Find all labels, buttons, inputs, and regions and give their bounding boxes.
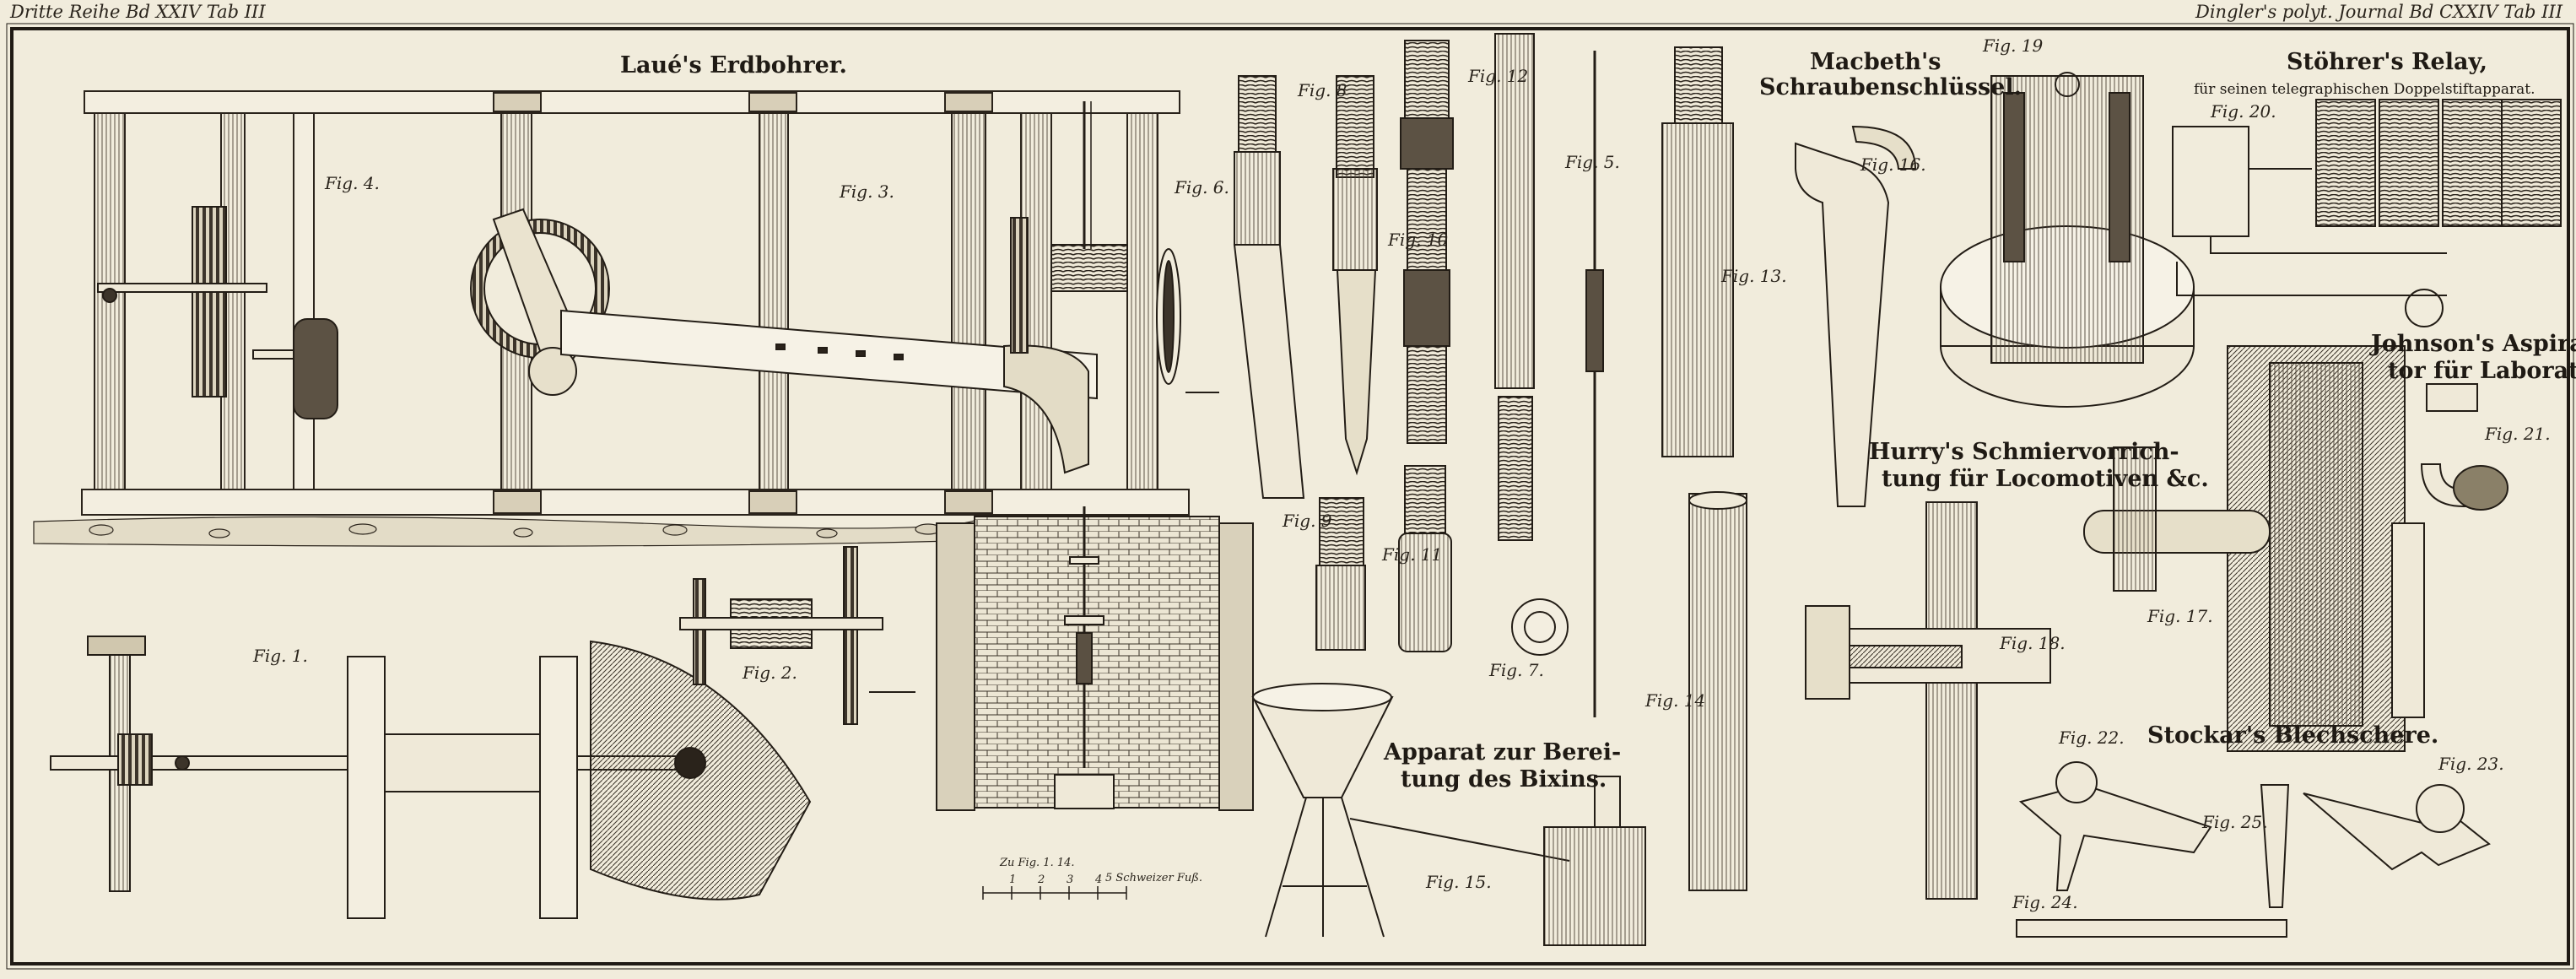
label-fig-2: Fig. 2. xyxy=(743,663,797,683)
label-fig-3: Fig. 3. xyxy=(840,181,894,202)
label-fig-14: Fig. 14 xyxy=(1645,690,1706,711)
fig6-drill-tools xyxy=(1233,33,1604,717)
scale-tick-2: 2 xyxy=(1038,874,1045,886)
label-fig-15: Fig. 15. xyxy=(1426,872,1492,892)
scale-tick-1: 1 xyxy=(1009,874,1017,886)
scale-tick-3: 3 xyxy=(1067,874,1074,886)
title-johnson-line2: tor für Laboratorien. xyxy=(2388,358,2576,384)
title-hurry-line2: tung für Locomotiven &c. xyxy=(1882,466,2209,492)
label-fig-22: Fig. 22. xyxy=(2059,727,2125,748)
label-fig-21: Fig. 21. xyxy=(2485,424,2551,444)
fig16-wrench xyxy=(1795,125,1917,507)
scale-caption: Zu Fig. 1. 14. xyxy=(1000,857,1075,869)
fig20-schematic xyxy=(2172,99,2562,327)
fig19-relay xyxy=(1940,72,2195,408)
label-fig-24: Fig. 24. xyxy=(2012,892,2078,912)
label-fig-8: Fig. 8 xyxy=(1298,80,1347,100)
ground-strip xyxy=(33,516,980,547)
fig1-plan xyxy=(50,636,812,919)
title-macbeth-line2: Schraubenschlüssel. xyxy=(1759,74,2022,100)
label-fig-19: Fig. 19 xyxy=(1983,35,2044,56)
title-stockar: Stockar's Blechschere. xyxy=(2147,722,2439,749)
scale-units: 5 Schweizer Fuß. xyxy=(1105,872,1203,884)
title-laue-erdbohrer: Laué's Erdbohrer. xyxy=(620,52,847,78)
brick-well xyxy=(936,506,1254,811)
fig17-aspirator xyxy=(2083,345,2406,752)
title-apparat-line2: tung des Bixins. xyxy=(1401,766,1607,792)
label-fig-1: Fig. 1. xyxy=(253,646,308,666)
title-apparat-line1: Apparat zur Berei- xyxy=(1384,739,1622,765)
label-fig-25: Fig. 25. xyxy=(2202,812,2268,832)
fig18-lubricator xyxy=(1805,501,2051,900)
label-fig-23: Fig. 23. xyxy=(2438,754,2504,774)
scale-tick-4: 4 xyxy=(1095,874,1103,886)
fig21-tap xyxy=(2391,383,2508,718)
plate-header-left: Dritte Reihe Bd XXIV Tab III xyxy=(10,2,266,22)
label-fig-17: Fig. 17. xyxy=(2147,606,2213,626)
plate-border xyxy=(10,27,2570,965)
title-stoehrer-line2: für seinen telegraphischen Doppelstiftap… xyxy=(2194,81,2535,98)
label-fig-20: Fig. 20. xyxy=(2211,101,2276,122)
title-johnson-line1: Johnson's Aspira- xyxy=(2371,331,2576,357)
scale-bar xyxy=(982,886,1127,900)
stockar-shears xyxy=(2016,761,2491,938)
label-fig-10: Fig. 10 xyxy=(1388,230,1449,250)
label-fig-13: Fig. 13. xyxy=(1721,266,1787,286)
fig4-gear xyxy=(97,206,338,419)
label-fig-9: Fig. 9 xyxy=(1283,511,1332,531)
label-fig-16: Fig. 16. xyxy=(1860,154,1926,175)
title-macbeth-line1: Macbeth's xyxy=(1810,49,1941,75)
plate-header-right: Dingler's polyt. Journal Bd CXXIV Tab II… xyxy=(2195,2,2562,22)
fig13-14-pipes xyxy=(1661,46,1747,891)
title-hurry-line1: Hurry's Schmiervorrich- xyxy=(1869,439,2179,465)
fig15-apparatus xyxy=(1251,683,1646,946)
label-fig-11: Fig. 11 xyxy=(1382,544,1443,565)
fig2-winch xyxy=(679,546,915,725)
label-fig-7: Fig. 7. xyxy=(1489,660,1544,680)
label-fig-12: Fig. 12 xyxy=(1468,66,1529,86)
label-fig-6: Fig. 6. xyxy=(1175,177,1229,197)
label-fig-18: Fig. 18. xyxy=(2000,633,2066,653)
label-fig-4: Fig. 4. xyxy=(325,173,380,193)
title-stoehrer-line1: Stöhrer's Relay, xyxy=(2287,49,2487,75)
fig3-mechanism xyxy=(470,101,1219,474)
label-fig-5: Fig. 5. xyxy=(1565,152,1620,172)
